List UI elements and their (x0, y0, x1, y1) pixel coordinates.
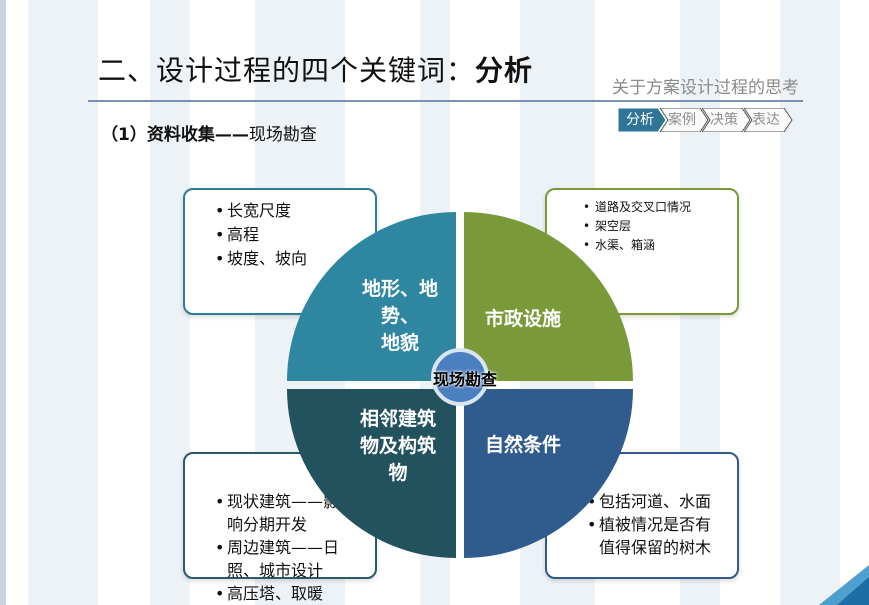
breadcrumb-label: 决策 (710, 112, 738, 128)
title-divider (88, 100, 803, 102)
breadcrumb-label: 表达 (752, 112, 780, 128)
center-label: 现场勘查 (432, 370, 497, 389)
quadrant-bottom-left (287, 389, 456, 558)
note-item: 架空层 (583, 217, 737, 236)
quadrant-label-municipal: 市政设施 (484, 308, 561, 330)
chevron-shape-icon (702, 108, 751, 132)
quadrant-label-terrain: 地形、地 势、 地貌 (361, 278, 438, 354)
corner-decoration (819, 565, 869, 605)
section-heading: （1）资料收集——现场勘查 (101, 120, 317, 145)
breadcrumb-label: 分析 (626, 112, 654, 128)
note-item: 现状建筑——影响分期开发 (215, 490, 345, 536)
page-title: 二、设计过程的四个关键词：分析 (98, 49, 533, 89)
note-item: 坡度、坡向 (215, 247, 375, 271)
breadcrumb-item-case[interactable]: 案例 (660, 108, 709, 132)
quadrant-label-neighbors: 相邻建筑 物及构筑 物 (359, 408, 436, 484)
quadrant-bottom-right (464, 389, 633, 558)
note-item: 周边建筑——日照、城市设计 (215, 536, 345, 582)
page-title-prefix: 二、设计过程的四个关键词： (98, 54, 476, 87)
note-item: 植被情况是否有值得保留的树木 (587, 513, 712, 559)
breadcrumb-label: 案例 (668, 112, 696, 128)
section-heading-light: 现场勘查 (248, 125, 317, 145)
page-subtitle: 关于方案设计过程的思考 (612, 78, 799, 98)
quadrant-diagram (287, 212, 633, 558)
chevron-shape-icon (660, 108, 709, 132)
breadcrumb-item-expression[interactable]: 表达 (744, 108, 793, 132)
quadrant-top-right (464, 212, 633, 381)
note-item: 道路及交叉口情况 (583, 198, 737, 217)
note-item: 包括河道、水面 (587, 490, 712, 513)
note-item: 高压塔、取暖 (215, 582, 345, 605)
note-item: 水渠、箱涵 (583, 236, 737, 255)
page-title-keyword: 分析 (475, 54, 534, 87)
note-item: 长宽尺度 (215, 199, 375, 223)
quadrant-label-nature: 自然条件 (484, 434, 561, 456)
note-item: 高程 (215, 223, 375, 247)
section-heading-bold: （1）资料收集—— (101, 125, 249, 145)
note-box-nature: 包括河道、水面 植被情况是否有值得保留的树木 (545, 452, 739, 579)
quadrant-top-left (287, 212, 456, 381)
background-stripe (28, 0, 98, 605)
left-edge-bar (0, 0, 6, 605)
chevron-shape-icon (744, 108, 793, 132)
center-circle (431, 348, 489, 406)
breadcrumb-item-analysis[interactable]: 分析 (618, 108, 667, 132)
breadcrumb-item-decision[interactable]: 决策 (702, 108, 751, 132)
chevron-shape-icon (618, 108, 667, 132)
